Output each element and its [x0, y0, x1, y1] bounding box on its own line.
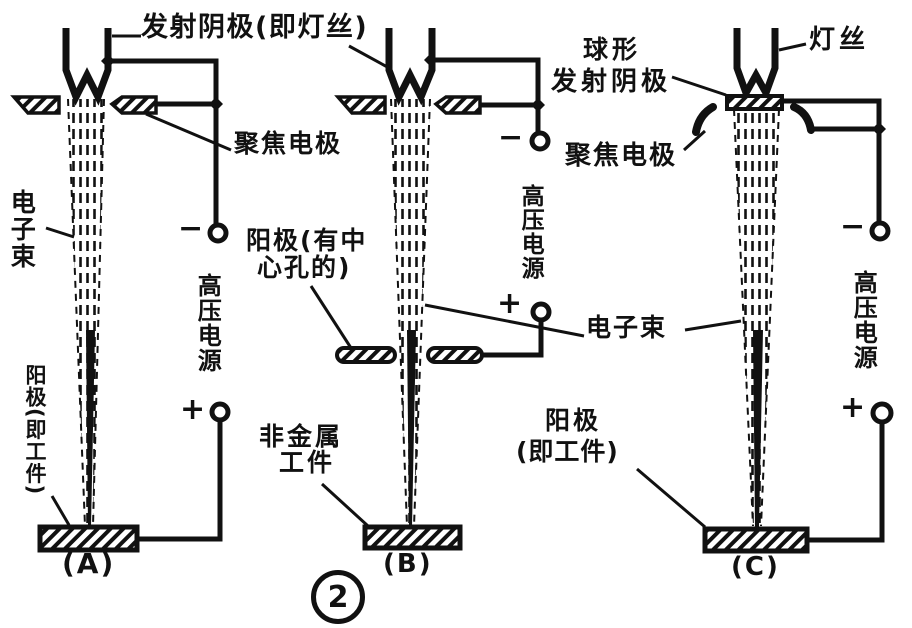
anode-workpiece-label-c-line1: 阳极 — [545, 406, 602, 435]
minus-terminal-icon — [529, 130, 551, 152]
pointer-anode-hole — [309, 285, 353, 349]
pointer-nonmetal — [320, 482, 370, 528]
focusing-electrode-right — [433, 95, 482, 115]
figure-number: 2 — [327, 579, 349, 615]
focusing-electrode-label-a: 聚焦电极 — [234, 129, 343, 158]
junction-dot — [101, 54, 115, 68]
workpiece-anode — [37, 524, 140, 553]
electron-beam-label-a: 电子束 — [7, 189, 37, 270]
pointer-beam-left — [424, 303, 585, 338]
caption-a: (A) — [62, 547, 116, 580]
panel-c-gun — [636, 28, 894, 554]
focusing-electrode-left — [10, 95, 61, 115]
cathode-wire — [782, 98, 882, 223]
focusing-electrode-left — [334, 95, 387, 115]
figure-number-badge: 2 — [311, 570, 365, 624]
anode-wire — [137, 421, 223, 542]
beam-edge — [733, 108, 754, 527]
anode-wire — [482, 321, 544, 358]
filament-icon — [733, 28, 779, 102]
minus-polarity-b: − — [498, 120, 524, 155]
anode-plate-left — [335, 346, 397, 364]
workpiece-nonmetal — [362, 524, 463, 551]
hv-supply-label-c: 高压电源 — [849, 270, 878, 370]
panel-a-gun — [10, 28, 232, 553]
beam-edge — [92, 98, 105, 527]
plus-polarity-c: + — [840, 390, 866, 425]
beam-core — [753, 330, 763, 527]
plus-polarity-b: + — [497, 286, 523, 321]
beam-edge — [67, 98, 86, 527]
pointer-beam-right — [684, 319, 742, 332]
beam-core — [407, 330, 416, 527]
focusing-arc-left — [692, 103, 717, 136]
pointer-anode — [50, 495, 71, 526]
panel-b-gun — [309, 28, 585, 551]
electron-beam-label-shared: 电子束 — [586, 313, 668, 342]
anode-workpiece-label-a: 阳极(即工件) — [23, 364, 48, 496]
anode-wire — [808, 423, 885, 543]
nonmetal-workpiece-label-line2: 工件 — [279, 448, 336, 477]
minus-polarity-c: − — [840, 209, 866, 244]
beam-edge — [760, 108, 780, 527]
emission-cathode-filament-label: 发射阴极(即灯丝) — [141, 12, 369, 43]
caption-c: (C) — [731, 552, 780, 582]
beam-edge — [390, 98, 408, 527]
plus-terminal-icon — [870, 401, 894, 425]
plus-terminal-icon — [209, 401, 231, 423]
cathode-wire — [108, 58, 219, 226]
plus-polarity-a: + — [180, 392, 206, 427]
focusing-electrode-right — [109, 95, 158, 115]
filament-label-c: 灯丝 — [809, 25, 870, 55]
filament-icon — [385, 28, 436, 106]
pointer-anode — [636, 467, 706, 529]
beam-core — [86, 330, 95, 527]
focusing-arc-right — [790, 103, 815, 134]
workpiece-anode — [702, 526, 810, 554]
spherical-cathode-label-line1: 球形 — [583, 35, 642, 64]
minus-polarity-a: − — [178, 211, 204, 246]
anode-center-hole-label-line2: 心孔的) — [257, 253, 352, 282]
pointer-focusing — [145, 112, 232, 152]
focusing-electrode-label-c: 聚焦电极 — [565, 141, 678, 171]
filament-icon — [62, 28, 112, 106]
electron-beam-shape — [391, 99, 430, 526]
minus-terminal-icon — [207, 222, 229, 244]
nonmetal-workpiece-label-line1: 非金属 — [259, 422, 344, 451]
junction-dot — [872, 122, 886, 136]
label-pointer-line — [348, 44, 392, 71]
electron-beam-shape — [68, 99, 104, 526]
spherical-cathode-label-line2: 发射阴极 — [551, 67, 672, 97]
anode-workpiece-label-c-line2: (即工件) — [516, 437, 619, 466]
pointer-focusing — [682, 129, 707, 152]
pointer-spherical — [671, 75, 727, 97]
pointer-filament — [778, 42, 807, 52]
minus-terminal-icon — [869, 220, 891, 242]
junction-dot — [531, 98, 545, 112]
junction-dot — [424, 53, 438, 67]
caption-b: (B) — [383, 549, 433, 579]
hv-supply-label-b: 高压电源 — [517, 184, 544, 280]
beam-edge — [413, 98, 431, 527]
anode-plate-right — [426, 346, 484, 364]
hv-supply-label-a: 高压电源 — [193, 273, 222, 373]
plus-terminal-icon — [530, 301, 552, 323]
pointer-beam — [45, 226, 75, 239]
anode-center-hole-label-line1: 阳极(有中 — [246, 226, 368, 255]
electron-beam-shape — [734, 109, 779, 526]
junction-dot — [209, 97, 223, 111]
spherical-cathode — [725, 94, 784, 111]
